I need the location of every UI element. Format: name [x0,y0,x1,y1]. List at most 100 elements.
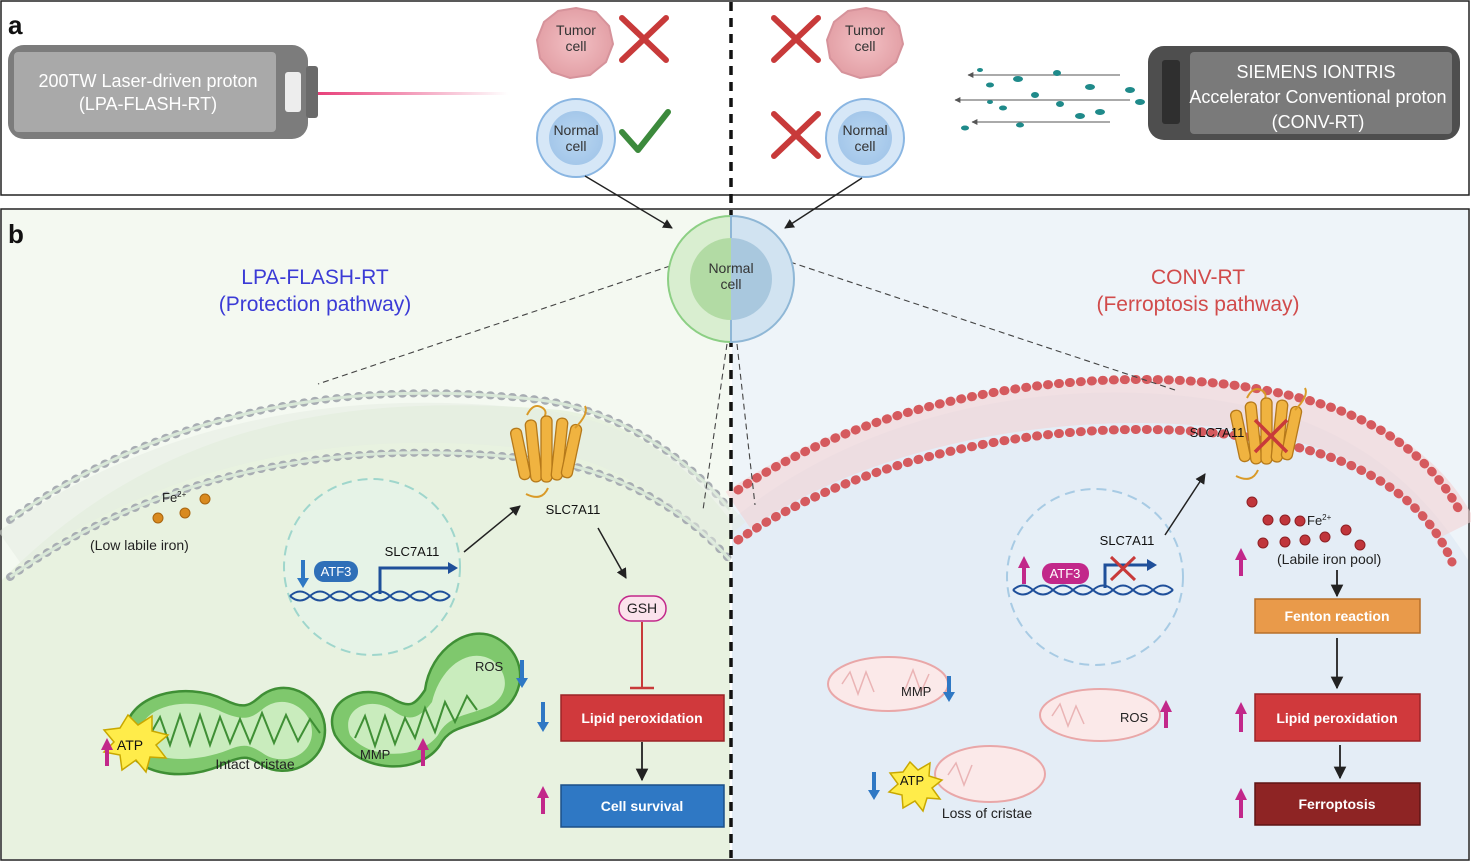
laser-device: 200TW Laser-driven proton (LPA-FLASH-RT) [8,45,318,139]
tumor-cell-left: Tumor cell [535,6,615,80]
laser-device-line1: 200TW Laser-driven proton [38,71,257,91]
left-cristae-label: Intact cristae [215,756,295,772]
right-atp-starburst: ATP [887,760,944,813]
right-transporter-cross-icon [1253,418,1289,454]
right-atp-label: ATP [900,773,924,788]
siemens-line3: (CONV-RT) [1272,112,1365,132]
left-membrane [0,389,746,581]
right-ros-up-arrow [1160,700,1172,728]
right-promoter-arrow [1103,563,1148,588]
left-mmp-up-arrow [417,738,429,766]
arrow-left-normal-to-center [584,175,673,229]
left-nucleus [283,478,461,656]
normal-cell-right: Normal cell [825,98,905,178]
normal-left-line1: Normal [553,122,598,138]
right-ferroptosis-label: Ferroptosis [1298,796,1375,812]
left-atp-label: ATP [117,737,143,753]
right-lipid-up-arrow [1235,702,1247,732]
right-mmp-label: MMP [901,684,931,699]
left-atf3-down-arrow [297,560,309,588]
left-arrow-protein-to-gsh [597,527,627,579]
left-mitochondrion-2 [330,632,522,768]
right-iron-dots [1246,496,1366,551]
center-cell-line1: Normal [708,260,753,276]
proton-stream [954,68,1145,131]
tumor-right-line2: cell [854,38,875,54]
normal-cell-left: Normal cell [536,98,616,178]
laser-device-line2: (LPA-FLASH-RT) [79,94,217,114]
cross-mark-normal-right [771,111,821,159]
left-ros-down-arrow [516,660,528,688]
left-survival-box [560,784,725,828]
tumor-left-line1: Tumor [556,22,596,38]
left-transporter-icon [509,405,587,498]
left-gsh-box [618,595,667,622]
right-title: CONV-RT [1151,266,1245,289]
left-iron-dots [152,493,211,524]
siemens-line1: SIEMENS IONTRIS [1236,62,1395,82]
left-slc-gene-label: SLC7A11 [385,544,440,559]
left-dna-strand [289,590,451,602]
right-mmp-down-arrow [943,676,955,702]
right-ferroptosis-up-arrow [1235,788,1247,818]
normal-left-line2: cell [565,138,586,154]
left-lipid-box [560,694,725,742]
right-cristae-label: Loss of cristae [942,805,1032,821]
left-low-iron-label: (Low labile iron) [90,537,189,553]
center-normal-cell: Normal cell [667,214,795,344]
normal-right-line2: cell [854,138,875,154]
left-survival-label: Cell survival [601,798,684,814]
right-atf3-box [1042,563,1089,584]
tumor-left-line2: cell [565,38,586,54]
right-fenton-box [1254,598,1421,634]
cross-mark-tumor-right [771,15,821,63]
left-promoter-head [448,562,458,574]
left-survival-up-arrow [537,786,549,814]
left-promoter-arrow [378,566,448,594]
right-promoter-cross-icon [1109,555,1137,582]
right-promoter-head [1147,559,1157,571]
normal-right-line1: Normal [842,122,887,138]
center-cell-line2: cell [720,276,741,292]
left-atf3-label: ATF3 [321,564,352,579]
left-fe-label: Fe2+ [162,490,187,505]
right-iron-up-arrow [1235,548,1247,576]
right-nucleus [1006,488,1184,666]
left-mitochondrion-1 [123,686,327,776]
panel-b-label: b [8,219,24,249]
left-lipid-label: Lipid peroxidation [581,710,702,726]
right-arrow-gene-to-protein [1164,473,1206,536]
panel-a-label: a [8,10,23,40]
right-fenton-label: Fenton reaction [1284,608,1389,624]
siemens-line2: Accelerator Conventional proton [1189,87,1446,107]
tumor-right-line1: Tumor [845,22,885,38]
left-atf3-box [314,561,358,582]
arrow-right-normal-to-center [784,177,863,229]
right-slc-protein-label: SLC7A11 [1190,425,1245,440]
right-ros-label: ROS [1120,710,1149,725]
right-atf3-label: ATF3 [1050,566,1081,581]
right-mitochondrion-3 [934,745,1046,803]
right-fe-label: Fe2+ [1307,513,1332,528]
right-mitochondrion-2 [1039,688,1161,742]
right-labile-iron-label: (Labile iron pool) [1277,551,1381,567]
left-atp-up-arrow [101,738,113,766]
left-lipid-down-arrow [537,702,549,732]
right-atp-down-arrow [868,772,880,800]
left-mmp-label: MMP [360,747,390,762]
left-ros-label: ROS [475,659,504,674]
cross-mark-tumor-left [619,15,669,63]
right-membrane [725,374,1471,567]
laser-beam [318,92,508,95]
right-lipid-box [1254,693,1421,742]
tumor-cell-right: Tumor cell [825,6,905,80]
left-title: LPA-FLASH-RT [241,266,389,289]
right-slc-gene-label: SLC7A11 [1100,533,1155,548]
right-dna-strand [1012,584,1174,596]
right-ferroptosis-box [1254,782,1421,826]
left-subtitle: (Protection pathway) [219,293,412,316]
siemens-device: SIEMENS IONTRIS Accelerator Conventional… [1148,46,1460,140]
check-mark-icon [619,109,671,153]
left-arrow-gene-to-protein [463,505,521,553]
